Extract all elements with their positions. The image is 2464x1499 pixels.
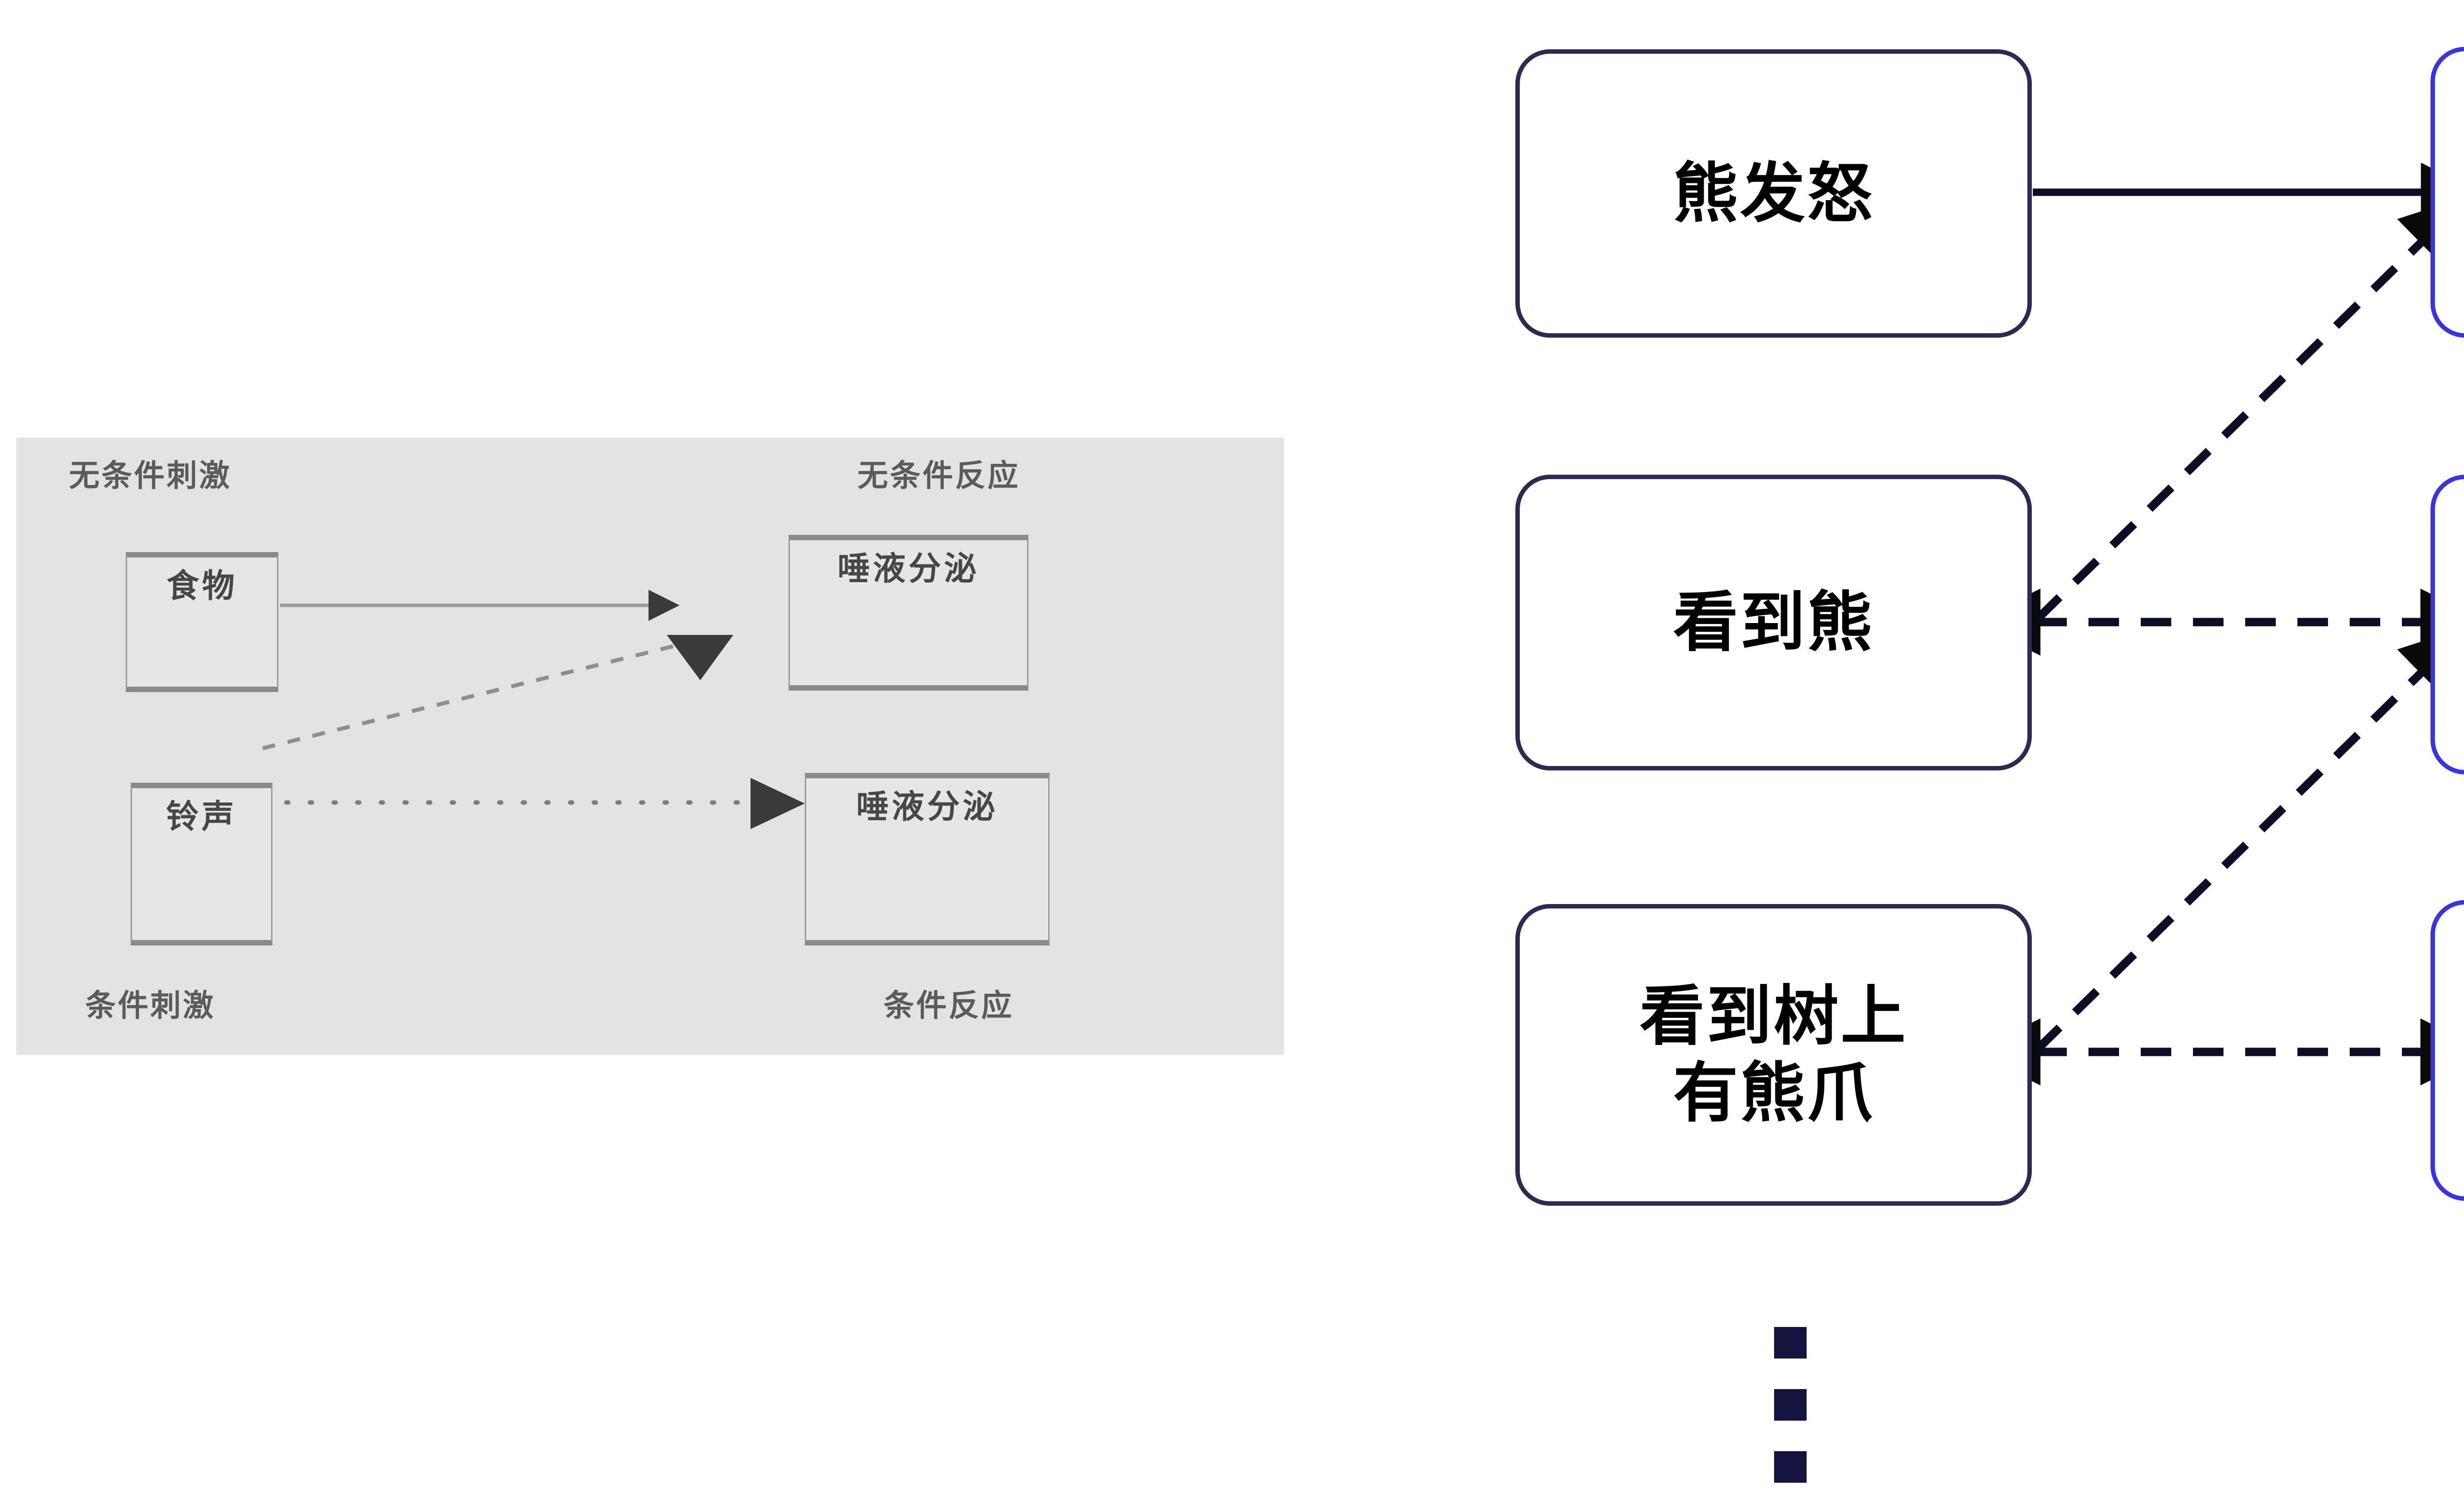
ellipsis-dot-left-2	[1774, 1389, 1807, 1421]
rl-box-see-bear-claw[interactable]: 看到树上 有熊爪	[1515, 904, 2032, 1206]
ellipsis-dot-left-1	[1774, 1327, 1807, 1359]
box-bell: 铃声	[131, 783, 273, 945]
box-food: 食物	[126, 552, 278, 692]
rl-box-see-bear-label: 看到熊	[1673, 586, 1874, 659]
rl-box-see-bear-claw-label: 看到树上 有熊爪	[1640, 980, 1908, 1129]
arrowhead-bell-to-uncond-salivation	[667, 635, 733, 680]
connector-see-bear-to-reward	[2035, 196, 2464, 622]
rl-box-bear-angry[interactable]: 熊发怒	[1515, 49, 2032, 338]
box-salivation-conditioned-label: 唾液分泌	[856, 788, 998, 825]
box-bell-label: 铃声	[166, 798, 237, 835]
arrow-bell-to-uncond-salivation	[262, 643, 680, 750]
rl-box-see-bear[interactable]: 看到熊	[1515, 475, 2032, 770]
label-unconditioned-stimulus: 无条件刺激	[69, 459, 232, 493]
arrowhead-bell-to-cond-salivation	[751, 778, 805, 829]
box-salivation-conditioned: 唾液分泌	[805, 773, 1050, 945]
box-salivation-unconditioned-label: 唾液分泌	[837, 550, 980, 587]
rl-box-value-s-prime[interactable]: V(s′)	[2430, 475, 2464, 774]
label-conditioned-response: 条件反应	[884, 989, 1014, 1023]
rl-connectors-and-loop	[1973, 163, 2464, 1085]
rl-box-reward[interactable]: 奖励	[2430, 47, 2464, 338]
pavlov-connectors	[260, 590, 805, 829]
rl-box-bear-angry-label: 熊发怒	[1673, 157, 1874, 230]
classical-conditioning-panel: 无条件刺激 无条件反应 条件刺激 条件反应 食物 铃声 唾液分泌 唾液分泌	[16, 438, 1284, 1055]
ellipsis-dot-left-3	[1774, 1451, 1807, 1483]
rl-box-value-s[interactable]: V(s)	[2430, 900, 2464, 1201]
box-salivation-unconditioned: 唾液分泌	[788, 535, 1028, 691]
box-food-label: 食物	[167, 567, 238, 604]
label-unconditioned-response: 无条件反应	[857, 459, 1021, 493]
connector-see-bear-claw-to-value-s-prime	[2035, 626, 2464, 1052]
label-conditioned-stimulus: 条件刺激	[85, 989, 216, 1023]
